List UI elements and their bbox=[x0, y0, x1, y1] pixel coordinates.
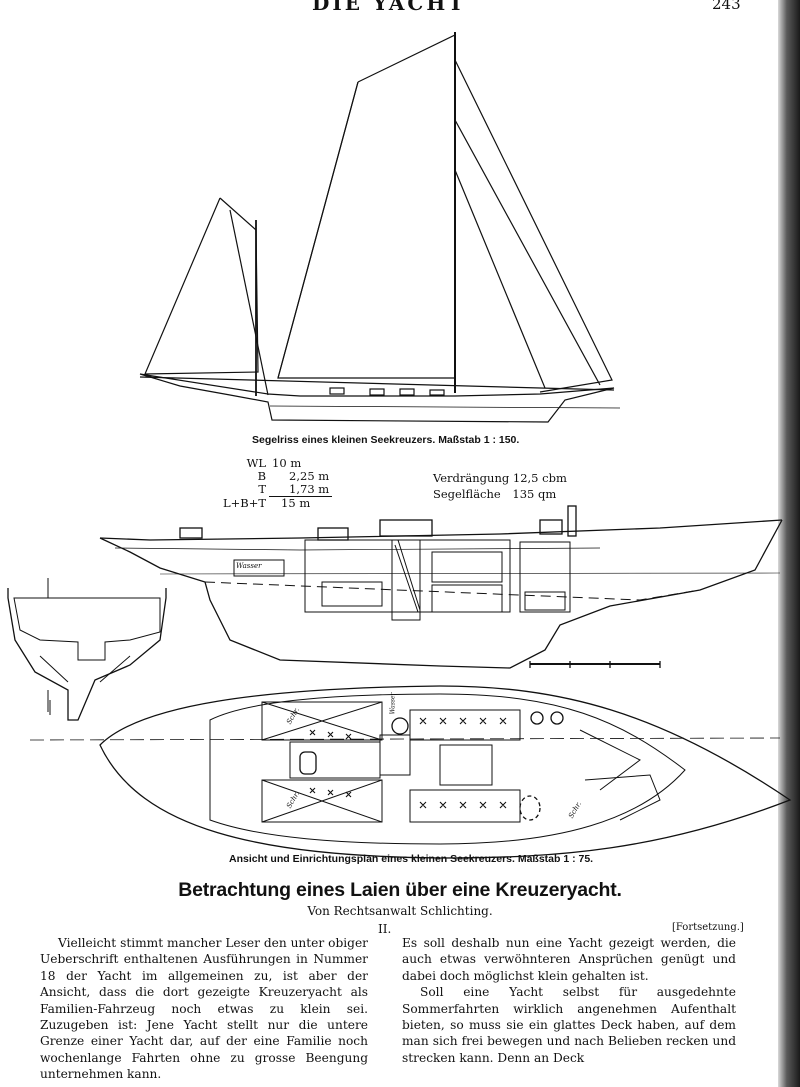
article-byline: Von Rechtsanwalt Schlichting. bbox=[307, 904, 493, 918]
displacement-value: 12,5 cbm bbox=[512, 471, 567, 485]
section-number: II. bbox=[378, 922, 392, 936]
article-column-left: Vielleicht stimmt mancher Leser den unte… bbox=[40, 935, 368, 1083]
page-edge-shadow bbox=[778, 0, 800, 1087]
sail-plan-caption: Segelriss eines kleinen Seekreuzers. Maß… bbox=[252, 434, 520, 446]
spec-value: 10 m bbox=[272, 456, 302, 470]
displacement-label: Verdrängung bbox=[433, 471, 510, 485]
spec-value: 2,25 m bbox=[289, 469, 330, 483]
spec-value: 15 m bbox=[281, 496, 311, 510]
paragraph: Vielleicht stimmt mancher Leser den unte… bbox=[40, 936, 368, 1082]
article-column-right: Es soll deshalb nun eine Yacht gezeigt w… bbox=[402, 935, 736, 1066]
displacement-line: Verdrängung 12,5 cbm bbox=[433, 472, 567, 485]
sail-area-label: Segelfläche bbox=[433, 487, 501, 501]
page-number: 243 bbox=[712, 0, 741, 13]
spec-label: B bbox=[257, 469, 267, 483]
spec-label: T bbox=[258, 482, 267, 497]
paragraph: Es soll deshalb nun eine Yacht gezeigt w… bbox=[402, 936, 736, 983]
spec-label: L+B+T bbox=[223, 495, 267, 510]
article-title: Betrachtung eines Laien über eine Kreuze… bbox=[178, 879, 622, 901]
sail-area-value: 135 qm bbox=[512, 487, 557, 501]
sail-area-line: Segelfläche 135 qm bbox=[433, 488, 556, 501]
interior-plan-caption: Ansicht und Einrichtungsplan eines klein… bbox=[229, 853, 594, 865]
spec-label: WL bbox=[246, 456, 267, 470]
journal-title: DIE YACHT bbox=[312, 0, 467, 15]
continued-note: [Fortsetzung.] bbox=[672, 922, 744, 933]
spec-value: 1,73 m bbox=[269, 483, 333, 497]
paragraph: Soll eine Yacht selbst für ausgedehnte S… bbox=[402, 985, 736, 1065]
plan-label-wc: Wasser bbox=[236, 562, 262, 570]
plan-label-wasser: Wasser bbox=[389, 692, 397, 715]
